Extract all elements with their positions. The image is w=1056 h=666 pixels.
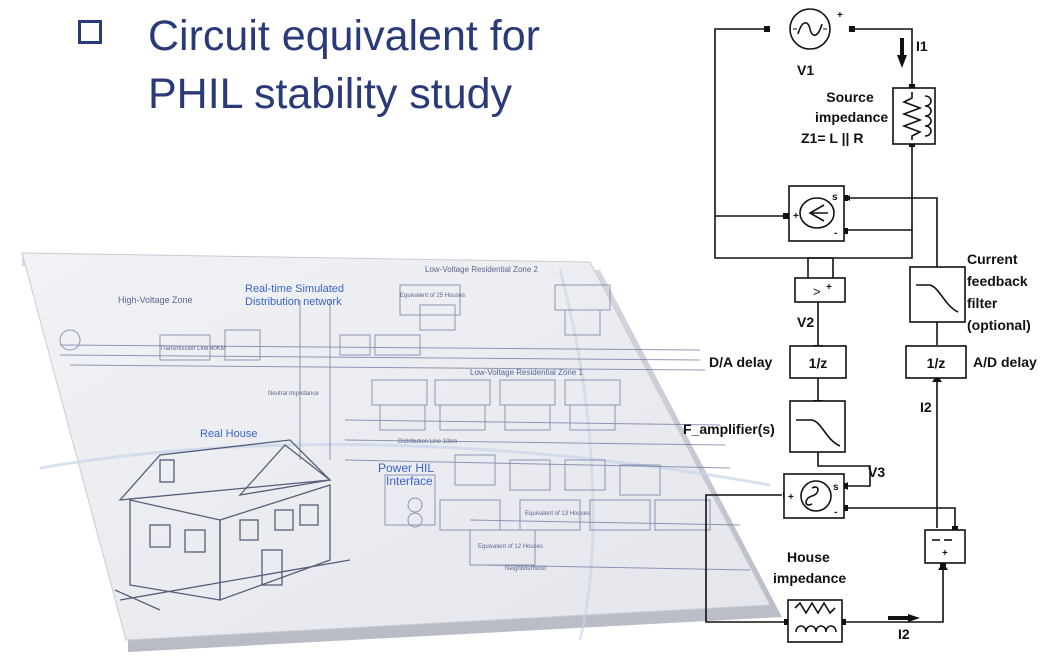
controlled-voltage-source-icon [783, 473, 845, 519]
board-equivalent-25: Equivalent of 25 Houses [400, 293, 465, 299]
board-equivalent-13: Equivalent of 13 Houses [525, 511, 590, 517]
current-feedback-filter-block [909, 266, 966, 323]
board-lv-zone2: Low-Voltage Residential Zone 2 [425, 265, 539, 274]
i1-label: I1 [916, 38, 928, 54]
ad-delay-label: A/D delay [973, 354, 1037, 370]
board-rt-network-line2: Distribution network [245, 296, 342, 308]
filter-label-2: feedback [967, 273, 1028, 289]
csource-minus-label: - [834, 228, 837, 239]
da-delay-block [789, 345, 847, 379]
real-house-drawing [114, 439, 351, 611]
vsource-plus-label: + [788, 492, 794, 503]
board-real-house: Real House [200, 428, 257, 440]
wire-z1-to-csource [845, 145, 913, 231]
board-distribution-line: Distribution Line 10km [398, 439, 457, 445]
wire-v1-to-z1 [852, 28, 913, 87]
board-neutral-impedance: Neutral Impedance [268, 391, 319, 397]
amplifier-transfer-block [789, 400, 846, 453]
filter-label-1: Current [967, 251, 1018, 267]
board-equivalent-12: Equivalent of 12 Houses [478, 544, 543, 550]
board-lv-zone1: Low-Voltage Residential Zone 1 [470, 368, 584, 377]
source-impedance-label-2: impedance [815, 109, 889, 125]
controlled-current-source-icon [788, 185, 845, 242]
board-transmission: Transmission Line 40KM [160, 346, 226, 352]
subtractor-symbol: > [813, 284, 821, 299]
da-delay-block-text: 1/z [809, 355, 828, 371]
vsource-minus-label: - [834, 507, 837, 518]
title-line-2: PHIL stability study [148, 70, 513, 118]
i2-bottom-label: I2 [898, 626, 910, 642]
source-impedance-icon [892, 87, 936, 145]
wire-right-to-subtractor [807, 230, 913, 278]
vsource-s-label: s [833, 482, 839, 493]
board-high-voltage-zone: High-Voltage Zone [118, 295, 193, 305]
board-neighbourhood: Neighbourhood [505, 566, 546, 572]
wire-left-to-subtractor [714, 216, 834, 278]
subtractor-plus-label: + [826, 282, 832, 293]
v2-label: V2 [797, 314, 815, 330]
ac-source-v1-icon [789, 8, 831, 50]
meter-plus-label: + [942, 548, 948, 559]
csource-s-label: s [832, 192, 838, 203]
board-power-hil-line1: Power HIL [378, 461, 434, 475]
v1-plus-label: + [837, 10, 843, 21]
filter-label-3: filter [967, 295, 998, 311]
da-delay-label: D/A delay [709, 354, 773, 370]
checkbox-bullet-icon [78, 20, 102, 44]
house-impedance-label-1: House [787, 549, 830, 565]
title-line-1: Circuit equivalent for [148, 12, 540, 60]
board-rt-network-line1: Real-time Simulated [245, 283, 344, 295]
wire-v1-to-amp-input [714, 28, 787, 217]
filter-label-4: (optional) [967, 317, 1031, 333]
board-power-hil-line2: Interface [386, 474, 433, 488]
i2-mid-label: I2 [920, 399, 932, 415]
source-impedance-label-3: Z1= L || R [801, 130, 864, 146]
ad-delay-block-text: 1/z [927, 355, 946, 371]
current-meter-icon [924, 529, 966, 564]
amplifier-label: F_amplifier(s) [683, 421, 775, 437]
house-impedance-icon [787, 599, 843, 643]
subtractor-block [794, 277, 846, 303]
source-impedance-label-1: Source [826, 89, 874, 105]
house-impedance-label-2: impedance [773, 570, 847, 586]
v1-label: V1 [797, 62, 815, 78]
v3-label: V3 [868, 464, 886, 480]
csource-plus-label: + [793, 211, 799, 222]
ad-delay-block [905, 345, 967, 379]
